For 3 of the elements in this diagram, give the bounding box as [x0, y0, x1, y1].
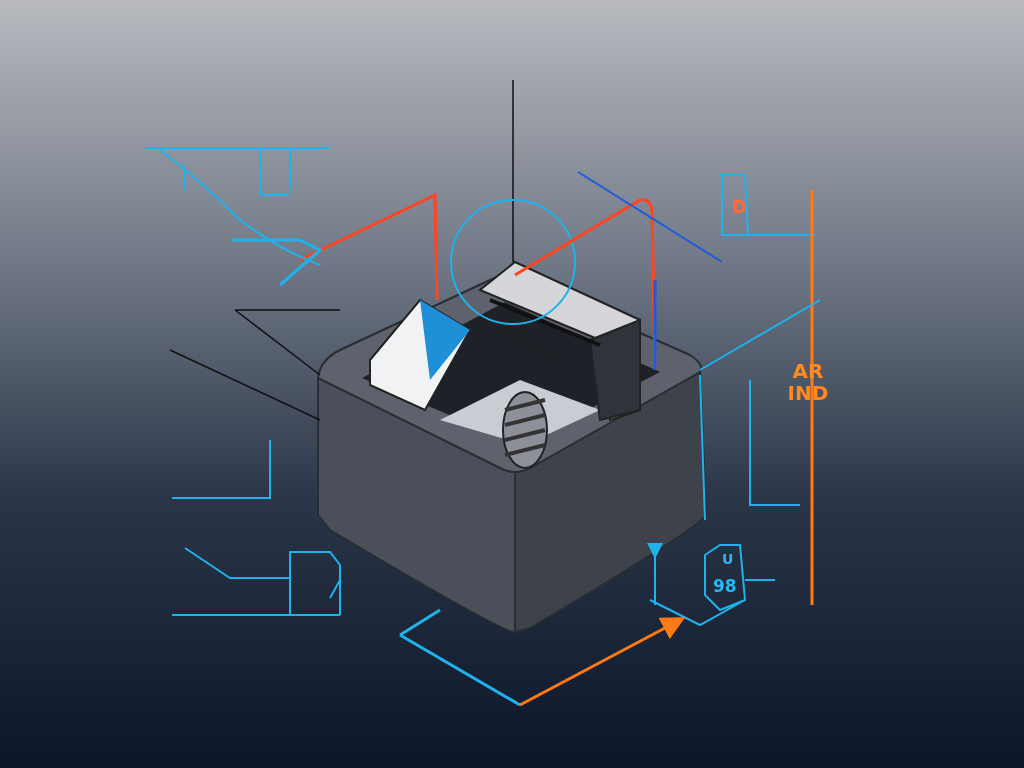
callout-text: U	[722, 550, 734, 569]
callout-text: D	[732, 195, 747, 219]
callout-text: 98	[713, 575, 737, 598]
